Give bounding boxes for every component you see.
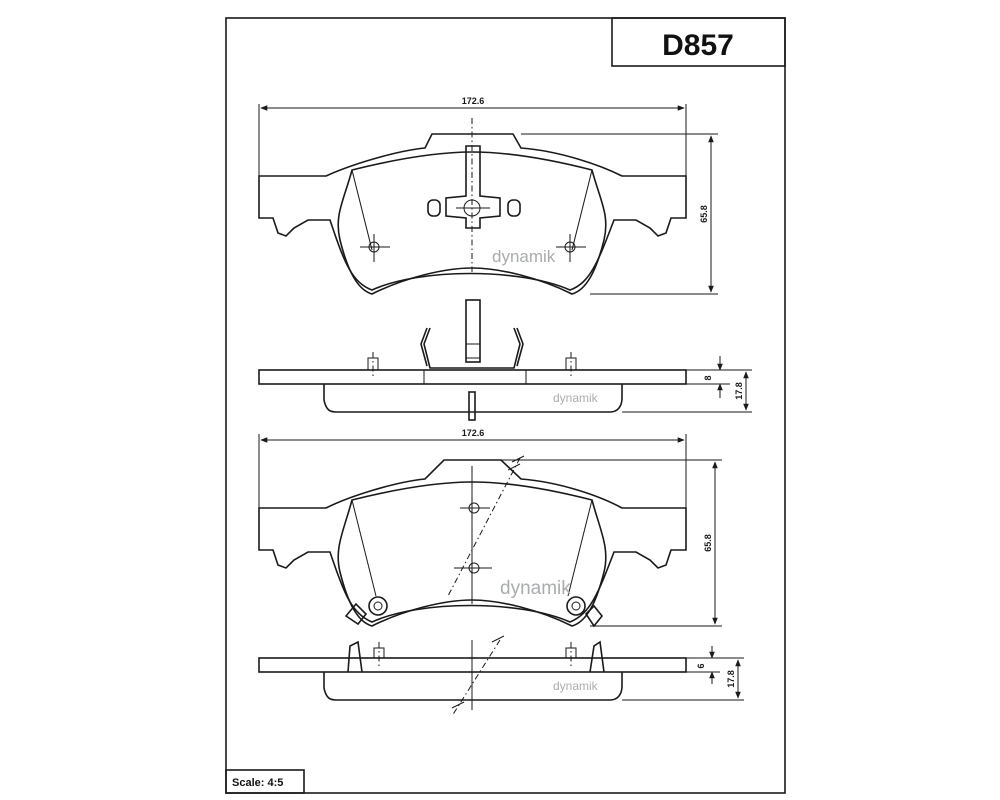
top-face-width-label: 172.6: [462, 96, 485, 106]
bottom-face-view: dynamik 172.6 65.8: [258, 428, 722, 628]
corner-clip-right: [566, 596, 604, 628]
bottom-face-width-label: 172.6: [462, 428, 485, 438]
guide-pin-right: [556, 234, 586, 262]
center-clip: [427, 145, 521, 229]
top-side-view: dynamik 8 17.8: [258, 299, 752, 421]
brand-name: dynamik: [553, 679, 599, 693]
brand-watermark-top-face: dynamik: [492, 247, 556, 266]
brand-watermark-top-side: dynamik: [553, 391, 599, 405]
bottom-side-total-label: 17.8: [726, 670, 736, 688]
top-side-backing-label: 8: [703, 375, 713, 380]
top-face-view: dynamik 172.6 65.8: [258, 96, 718, 295]
brand-name: dynamik: [500, 578, 571, 599]
scale-block: Scale: 4:5: [225, 769, 305, 794]
bottom-face-height-label: 65.8: [703, 534, 713, 552]
top-side-total-label: 17.8: [734, 382, 744, 400]
drawing-frame: [225, 17, 786, 794]
bottom-side-view: dynamik 6 17.8: [258, 635, 744, 717]
center-hole-lower: [454, 562, 492, 574]
brand-watermark-bottom-face: dynamik: [500, 578, 571, 599]
top-face-height-label: 65.8: [699, 205, 709, 223]
corner-clip-left: [344, 596, 388, 626]
bottom-side-backing-label: 6: [696, 663, 706, 668]
center-hole-upper: [460, 502, 490, 514]
brand-name: dynamik: [492, 247, 556, 266]
brand-watermark-bottom-side: dynamik: [553, 679, 599, 693]
part-code: D857: [662, 29, 734, 62]
title-block: D857: [611, 17, 786, 67]
guide-pin-left: [360, 234, 390, 262]
brand-name: dynamik: [553, 391, 599, 405]
side-clip: [420, 299, 524, 369]
scale-label: Scale: 4:5: [232, 777, 283, 789]
